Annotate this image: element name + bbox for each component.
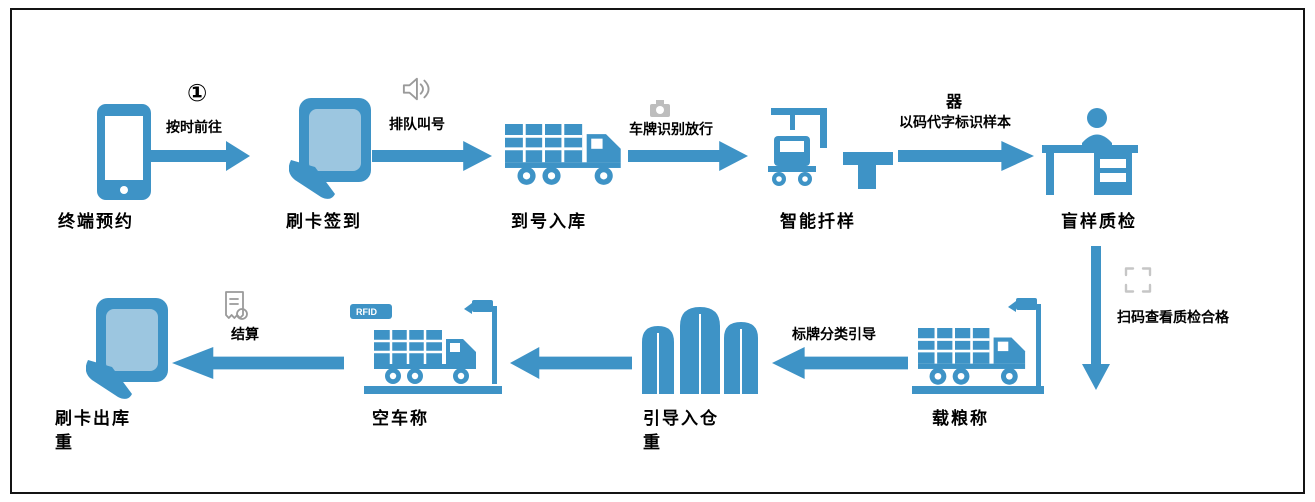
- arrow-right-2: [372, 141, 492, 171]
- step-label-smart-sampling: 智能扦样: [780, 212, 856, 231]
- arrow-down-connector: [1082, 246, 1110, 390]
- empty-truck-scale-icon: RFID: [350, 300, 502, 394]
- step-label-terminal-reservation: 终端预约: [58, 212, 134, 231]
- step-label-empty-weighing: 空车称: [372, 409, 429, 428]
- arrow-label-plate-recognition: 车牌识别放行: [629, 121, 713, 137]
- sampler-gantry-icon: [768, 108, 893, 189]
- card-exit-icon: [86, 298, 168, 399]
- step-badge-1: ①: [187, 80, 208, 107]
- step-label-guide-to-silo: 引导入仓 重: [643, 409, 719, 452]
- arrow-right-3: [628, 141, 748, 171]
- phone-icon: [97, 104, 151, 200]
- grain-truck-icon: [505, 124, 623, 186]
- card-swipe-icon: [289, 98, 371, 199]
- arrow-left-3: [772, 347, 908, 379]
- arrow-left-2: [510, 347, 632, 379]
- rfid-tag: [350, 304, 392, 319]
- step-label-card-signin: 刷卡签到: [286, 212, 362, 231]
- arrow-label-sampler-suffix: 器: [946, 94, 963, 111]
- step-label-loaded-weighing: 载粮称: [932, 409, 989, 428]
- step-label-card-exit: 刷卡出库 重: [55, 409, 131, 452]
- arrow-label-code-mark-sample: 以码代字标识样本: [899, 114, 1011, 130]
- arrow-right-4: [898, 141, 1034, 171]
- loaded-truck-scale-icon: [912, 298, 1044, 394]
- arrow-label-queue-call: 排队叫号: [389, 116, 445, 132]
- camera-icon: [650, 100, 670, 117]
- step-label-blind-inspection: 盲样质检: [1061, 212, 1137, 231]
- arrow-right-1: [150, 141, 250, 171]
- arrow-label-scan-qc-pass: 扫码查看质检合格: [1117, 309, 1229, 325]
- silos-icon: [642, 307, 758, 394]
- step-label-enter-warehouse: 到号入库: [511, 212, 587, 231]
- arrow-label-sign-guidance: 标牌分类引导: [792, 326, 876, 342]
- rfid-tag-text: RFID: [356, 307, 377, 317]
- speaker-icon: [402, 77, 430, 101]
- arrow-label-arrive-on-time: 按时前往: [166, 119, 222, 135]
- receipt-icon: [225, 291, 248, 320]
- scan-frame-icon: [1124, 267, 1152, 293]
- inspector-desk-icon: [1042, 108, 1138, 195]
- arrow-label-settlement: 结算: [231, 326, 259, 342]
- diagram-border: [10, 8, 1305, 494]
- arrow-left-1: [172, 347, 344, 379]
